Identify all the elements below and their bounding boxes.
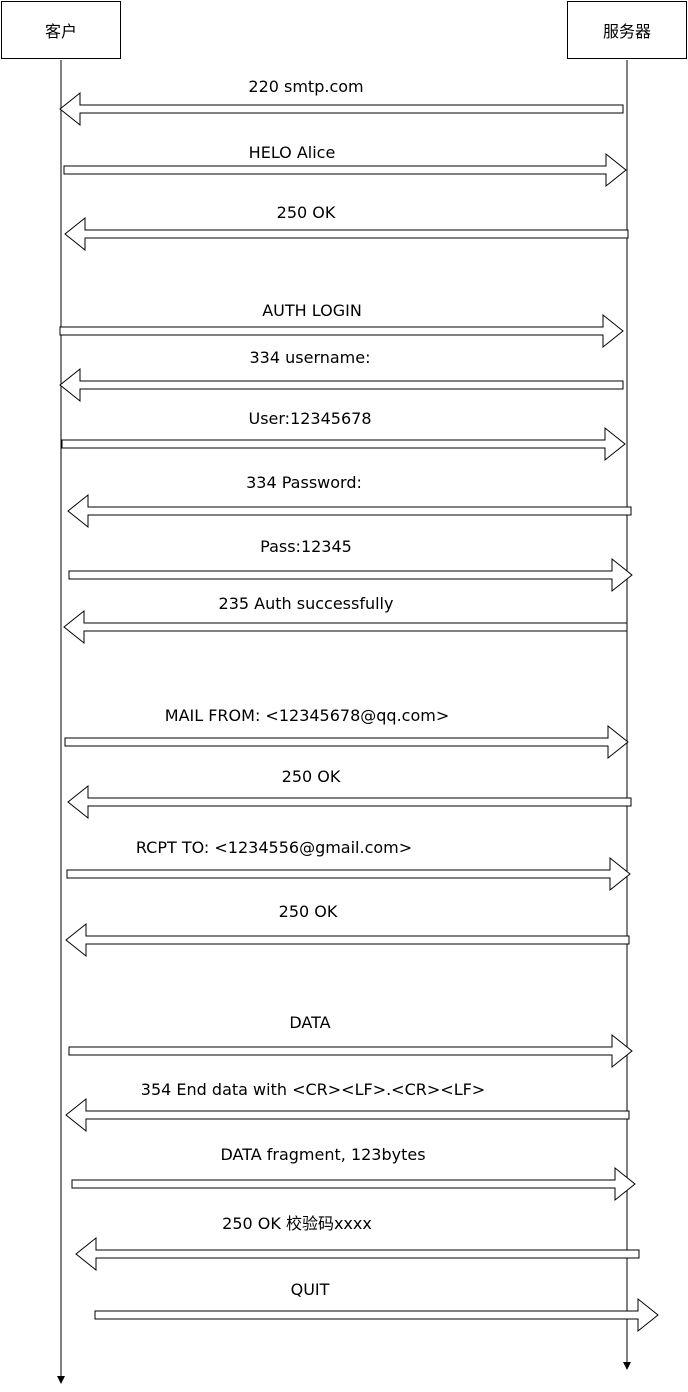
lifelines: [57, 60, 631, 1384]
message-arrow-4: [59, 313, 624, 349]
message-label-18: QUIT: [290, 1280, 330, 1299]
message-arrow-17: [75, 1236, 640, 1272]
message-label-2: HELO Alice: [248, 143, 336, 162]
message-label-7: 334 Password:: [246, 473, 362, 492]
message-label-1: 220 smtp.com: [248, 77, 364, 96]
message-label-14: DATA: [289, 1013, 331, 1032]
message-arrow-11: [67, 784, 632, 820]
participant-client: 客户: [1, 1, 121, 59]
message-arrows: [59, 91, 659, 1333]
message-label-3: 250 OK: [276, 203, 336, 222]
participant-server: 服务器: [567, 1, 687, 59]
message-label-8: Pass:12345: [260, 537, 352, 556]
message-label-12: RCPT TO: <1234556@gmail.com>: [135, 838, 413, 857]
message-label-5: 334 username:: [249, 348, 371, 367]
message-arrow-16: [71, 1166, 636, 1202]
message-arrow-8: [68, 557, 633, 593]
message-label-16: DATA fragment, 123bytes: [220, 1145, 426, 1164]
message-label-11: 250 OK: [281, 767, 341, 786]
message-label-17: 250 OK 校验码xxxx: [222, 1214, 372, 1233]
message-arrow-1: [59, 91, 624, 127]
message-arrow-7: [67, 493, 632, 529]
message-arrow-14: [68, 1033, 633, 1069]
message-arrow-18: [94, 1297, 659, 1333]
message-label-4: AUTH LOGIN: [262, 301, 362, 320]
message-arrow-12: [66, 856, 631, 892]
message-arrow-10: [64, 724, 629, 760]
participant-client-label: 客户: [44, 22, 77, 41]
message-arrow-9: [63, 609, 628, 645]
message-label-13: 250 OK: [278, 902, 338, 921]
message-label-15: 354 End data with <CR><LF>.<CR><LF>: [140, 1080, 486, 1099]
message-label-6: User:12345678: [248, 409, 372, 428]
message-arrow-3: [64, 216, 629, 252]
message-arrow-13: [65, 922, 630, 958]
message-arrow-2: [63, 152, 627, 188]
server-lifeline-arrowhead: [623, 1362, 631, 1370]
message-arrow-6: [61, 426, 626, 462]
message-label-9: 235 Auth successfully: [218, 594, 394, 613]
message-arrow-5: [59, 367, 624, 403]
client-lifeline-arrowhead: [57, 1376, 65, 1384]
message-label-10: MAIL FROM: <12345678@qq.com>: [164, 706, 450, 725]
participant-server-label: 服务器: [602, 22, 651, 41]
message-arrow-15: [65, 1097, 630, 1133]
